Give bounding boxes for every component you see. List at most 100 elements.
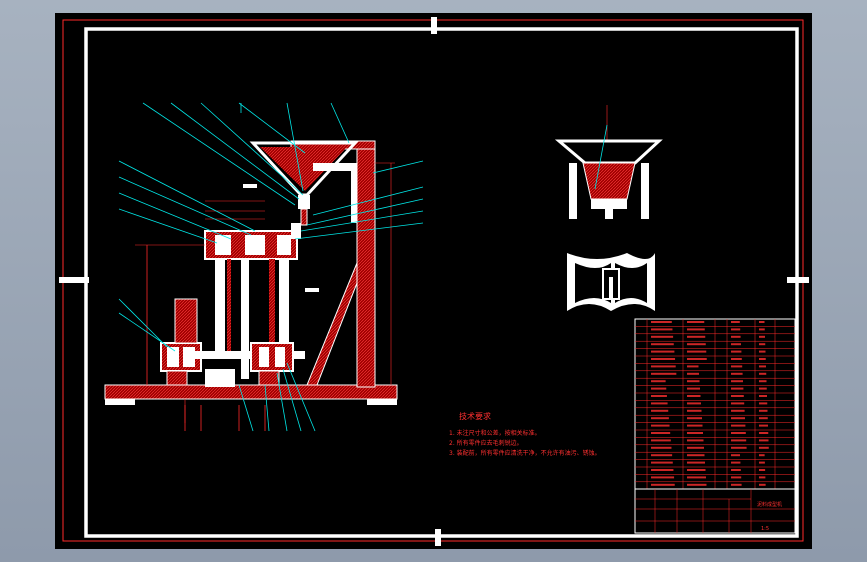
parts-list-entry-mark: [687, 439, 704, 442]
parts-list-entry-mark: [687, 380, 700, 383]
parts-list-entry-mark: [651, 328, 673, 331]
parts-list-entry-mark: [687, 446, 704, 449]
parts-list-entry-mark: [651, 432, 671, 434]
parts-list-entry-mark: [759, 476, 766, 479]
main-assembly-view: [104, 102, 424, 432]
parts-list-entry-mark: [651, 350, 675, 353]
parts-list-entry-mark: [759, 321, 765, 323]
parts-list-entry-mark: [759, 424, 768, 427]
parts-list-entry-mark: [731, 432, 746, 434]
parts-list-entry-mark: [731, 461, 741, 464]
parts-list-entry-mark: [687, 387, 700, 390]
parts-list-entry-mark: [759, 335, 765, 338]
parts-list-entry-mark: [651, 402, 668, 405]
parts-list-entry-mark: [731, 454, 740, 457]
title-block-scale: 1:5: [761, 526, 769, 532]
parts-list-entry-mark: [759, 461, 765, 464]
parts-list-entry-mark: [651, 365, 676, 368]
parts-list-entry-mark: [759, 395, 767, 397]
parts-list-table: [634, 318, 796, 490]
parts-list-entry-mark: [687, 335, 706, 338]
parts-list-entry-mark: [731, 446, 747, 449]
parts-list-entry-mark: [651, 380, 666, 383]
center-mark-right: [787, 277, 809, 283]
parts-list-entry-mark: [687, 483, 707, 486]
parts-list-entry-mark: [687, 343, 706, 346]
parts-list-entry-mark: [687, 372, 699, 375]
parts-list-entry-mark: [651, 343, 674, 346]
cad-drawing-canvas: 技术要求 1. 未注尺寸和公差，按相关标准。 2. 所有零件应去毛刺锐边。 3.…: [59, 17, 809, 546]
parts-list-entry-mark: [759, 439, 769, 442]
tech-requirements-title: 技术要求: [459, 411, 491, 421]
parts-list-entry-mark: [731, 469, 741, 471]
parts-list-entry-mark: [651, 469, 674, 471]
parts-list-entry-mark: [731, 439, 747, 442]
parts-list-entry-mark: [759, 328, 765, 331]
parts-list-entry-mark: [687, 454, 705, 457]
parts-list-entry-mark: [651, 454, 673, 457]
parts-list-entry-mark: [687, 461, 705, 464]
parts-list-entry-mark: [651, 321, 672, 323]
parts-list-entry-mark: [651, 358, 676, 360]
parts-list-entry-mark: [731, 321, 740, 323]
parts-list-entry-mark: [687, 358, 707, 360]
parts-list-entry-mark: [759, 469, 766, 471]
parts-list-entry-mark: [687, 321, 705, 323]
parts-list-entry-mark: [731, 402, 745, 405]
parts-list-entry-mark: [651, 395, 667, 397]
parts-list-entry-mark: [651, 409, 669, 412]
parts-list-entry-mark: [731, 387, 744, 390]
parts-list-entry-mark: [687, 402, 701, 405]
parts-list-entry-mark: [651, 335, 674, 338]
center-mark-bottom: [435, 529, 441, 546]
parts-list-entry-mark: [759, 417, 768, 420]
parts-list-entry-mark: [731, 395, 744, 397]
parts-list-entry-mark: [687, 395, 701, 397]
parts-list-entry-mark: [759, 365, 766, 368]
section-view-hopper: [554, 105, 663, 219]
parts-list-entry-mark: [731, 328, 741, 331]
parts-list-entry-mark: [759, 446, 769, 449]
parts-list-entry-mark: [651, 483, 675, 486]
parts-list-entry-mark: [651, 387, 667, 390]
parts-list-entry-mark: [687, 365, 699, 368]
parts-list-entry-mark: [731, 483, 742, 486]
cad-viewport[interactable]: 技术要求 1. 未注尺寸和公差，按相关标准。 2. 所有零件应去毛刺锐边。 3.…: [55, 13, 812, 549]
parts-list-entry-mark: [731, 335, 741, 338]
parts-list-entry-mark: [759, 402, 768, 405]
section-view-die: [567, 253, 655, 311]
parts-list-entry-mark: [759, 350, 766, 353]
parts-list-entry-mark: [731, 476, 742, 479]
parts-list-entry-mark: [731, 358, 742, 360]
title-block: 泥料成型机 1:5: [634, 488, 796, 534]
center-mark-left: [59, 277, 89, 283]
parts-list-entry-mark: [687, 409, 702, 412]
drawing-border: [84, 27, 799, 538]
parts-list-entry-mark: [759, 343, 766, 346]
parts-list-entry-mark: [759, 372, 767, 375]
parts-list-entry-mark: [651, 417, 669, 420]
technical-requirements: 技术要求 1. 未注尺寸和公差，按相关标准。 2. 所有零件应去毛刺锐边。 3.…: [449, 411, 601, 457]
parts-list-entry-mark: [731, 424, 746, 427]
parts-list-entry-mark: [759, 483, 766, 486]
parts-list-entry-mark: [651, 424, 670, 427]
parts-list-entry-mark: [687, 350, 707, 353]
parts-list-entry-mark: [687, 476, 706, 479]
parts-list-entry-mark: [651, 476, 675, 479]
parts-list-entry-mark: [687, 469, 706, 471]
tech-requirement-3: 3. 装配前，所有零件应清洗干净，不允许有油污、锈蚀。: [449, 449, 601, 457]
parts-list-entry-mark: [651, 461, 673, 464]
title-block-drawing-name: 泥料成型机: [757, 501, 782, 508]
parts-list-entry-mark: [731, 372, 743, 375]
parts-list-entry-mark: [687, 328, 705, 331]
parts-list-entry-mark: [687, 432, 703, 434]
parts-list-entry-mark: [731, 350, 742, 353]
center-mark-top: [431, 17, 437, 34]
parts-list-entry-mark: [651, 439, 671, 442]
parts-list-entry-mark: [759, 387, 767, 390]
parts-list-entry-mark: [731, 417, 745, 420]
parts-list-entry-mark: [759, 409, 768, 412]
parts-list-entry-mark: [759, 432, 769, 434]
parts-list-entry-mark: [687, 424, 703, 427]
parts-list-entry-mark: [651, 446, 672, 449]
